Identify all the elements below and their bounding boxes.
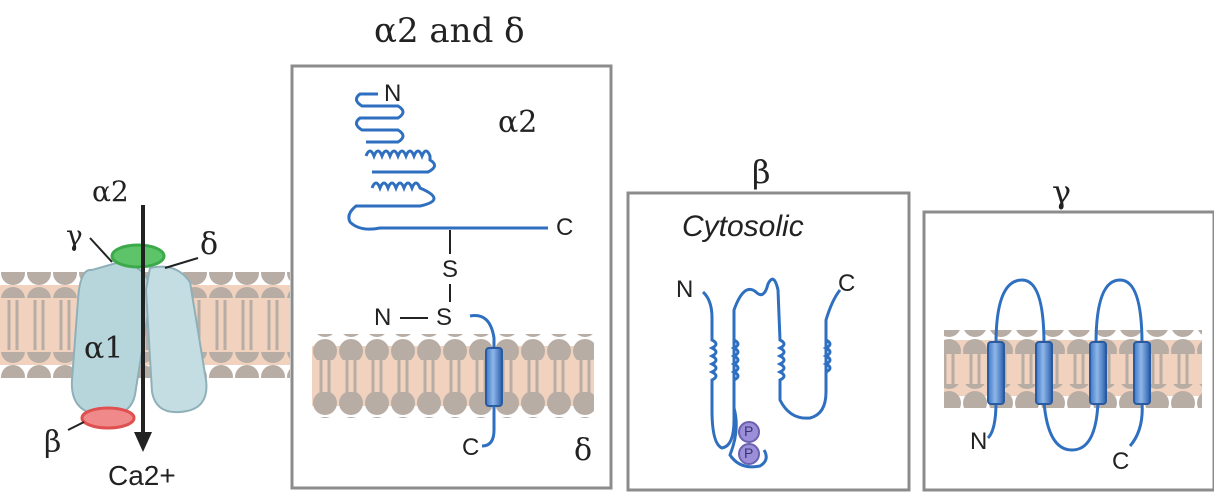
phospho-2-label: P xyxy=(744,446,753,460)
alpha2-subunit-shape xyxy=(112,245,164,267)
panel-gamma-title: γ xyxy=(1052,176,1071,208)
panel-alpha2-delta-title: α2 and δ xyxy=(374,14,525,48)
ion-label: Ca2+ xyxy=(108,462,176,490)
channel-delta-label: δ xyxy=(200,230,218,260)
delta-c-terminus-label: C xyxy=(462,436,479,460)
alpha2-c-terminus-label: C xyxy=(556,216,573,240)
delta-n-terminus-label: N xyxy=(374,306,391,330)
phospho-1-label: P xyxy=(744,424,753,438)
cytosolic-label: Cytosolic xyxy=(682,212,804,242)
gamma-c-terminus-label: C xyxy=(1112,450,1129,474)
beta-c-terminus-label: C xyxy=(838,272,855,296)
disulfide-s-lower-label: S xyxy=(436,306,452,330)
panel-gamma-membrane xyxy=(944,330,1202,408)
alpha2-n-terminus-label: N xyxy=(384,82,401,106)
panel-beta-title: β xyxy=(752,156,771,188)
channel-alpha1-label: α1 xyxy=(84,334,123,364)
beta-n-terminus-label: N xyxy=(676,278,693,302)
beta-subunit-shape xyxy=(82,408,134,428)
panel-alpha2-delta-membrane xyxy=(312,334,594,418)
channel-beta-label: β xyxy=(44,428,61,458)
disulfide-s-upper-label: S xyxy=(442,258,458,282)
channel-alpha2-label: α2 xyxy=(92,178,129,206)
panel-alpha2-label: α2 xyxy=(498,108,537,138)
gamma-n-terminus-label: N xyxy=(970,430,987,454)
panel-delta-label: δ xyxy=(574,436,592,466)
channel-gamma-label: γ xyxy=(66,222,83,250)
